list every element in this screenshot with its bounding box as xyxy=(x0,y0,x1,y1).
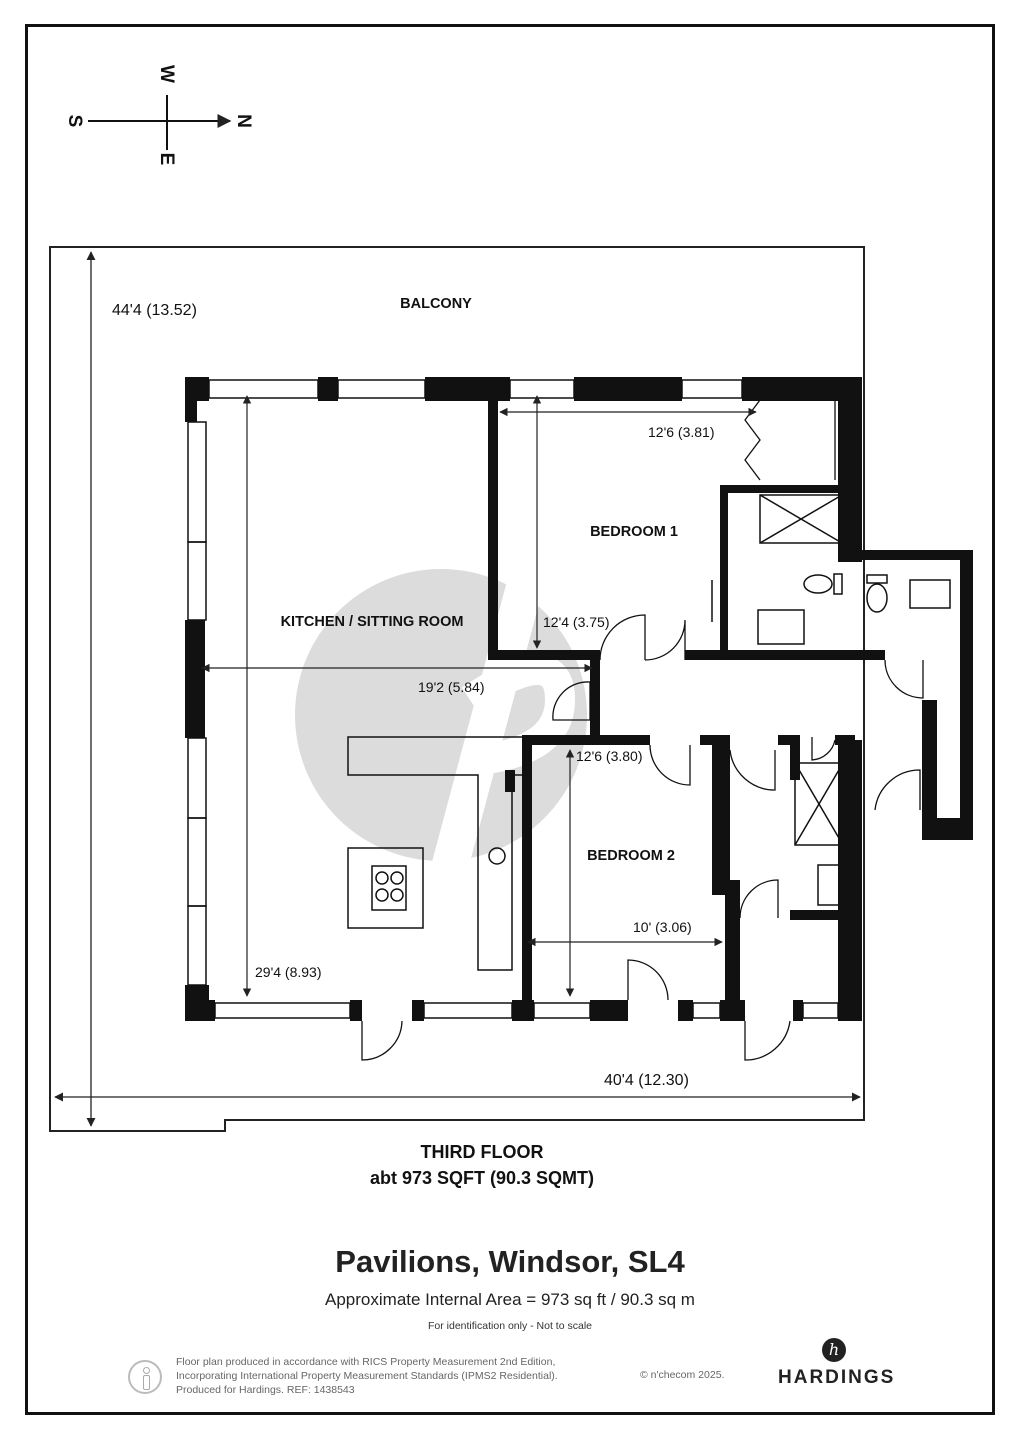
brand-name: HARDINGS xyxy=(778,1367,896,1388)
person-info-icon xyxy=(128,1360,162,1394)
compass: N S W E xyxy=(64,65,254,165)
compass-west: W xyxy=(156,65,177,83)
bedroom1-length-label: 12'4 (3.75) xyxy=(543,614,610,630)
bedroom2-width-label: 10' (3.06) xyxy=(633,919,692,935)
walls xyxy=(185,377,973,1021)
balcony-outline xyxy=(49,246,865,1132)
kitchen-label: KITCHEN / SITTING ROOM xyxy=(281,614,464,630)
floor-area: abt 973 SQFT (90.3 SQMT) xyxy=(370,1168,594,1188)
windows xyxy=(187,379,839,1019)
page-border xyxy=(25,24,995,1415)
shower-tray-icon xyxy=(759,494,843,544)
room-dimension-lines xyxy=(201,395,757,997)
compass-north: N xyxy=(233,114,254,128)
credits-line3: Produced for Hardings. REF: 1438543 xyxy=(176,1384,355,1396)
credits-line2: Incorporating International Property Mea… xyxy=(176,1370,558,1382)
compass-east: E xyxy=(156,153,177,166)
scale-note: For identification only - Not to scale xyxy=(428,1320,592,1332)
overall-height-label: 44'4 (13.52) xyxy=(112,302,197,319)
property-area: Approximate Internal Area = 973 sq ft / … xyxy=(325,1290,695,1309)
fixtures xyxy=(347,494,951,971)
bedroom2-label: BEDROOM 2 xyxy=(587,848,675,864)
toilet-icon xyxy=(803,574,833,594)
bedroom1-width-label: 12'6 (3.81) xyxy=(648,424,715,440)
property-title: Pavilions, Windsor, SL4 xyxy=(335,1244,685,1279)
kitchen-length-label: 29'4 (8.93) xyxy=(255,964,322,980)
kitchen-width-label: 19'2 (5.84) xyxy=(418,679,485,695)
compass-south: S xyxy=(64,115,85,128)
overall-width-label: 40'4 (12.30) xyxy=(604,1072,689,1089)
bedroom2-length-label: 12'6 (3.80) xyxy=(576,748,643,764)
bedroom1-label: BEDROOM 1 xyxy=(590,524,678,540)
floor-name: THIRD FLOOR xyxy=(421,1142,544,1162)
brand-mark-icon: h xyxy=(822,1338,846,1362)
credits: Floor plan produced in accordance with R… xyxy=(176,1355,558,1397)
kitchen-island xyxy=(347,847,424,929)
watermark-logo xyxy=(295,569,587,862)
balcony-label: BALCONY xyxy=(400,296,472,312)
basin-icon xyxy=(757,609,805,645)
copyright: © n'checom 2025. xyxy=(640,1369,725,1381)
brand-logo: h HARDINGS xyxy=(778,1338,896,1389)
credits-line1: Floor plan produced in accordance with R… xyxy=(176,1356,556,1368)
sink-icon xyxy=(488,847,506,865)
